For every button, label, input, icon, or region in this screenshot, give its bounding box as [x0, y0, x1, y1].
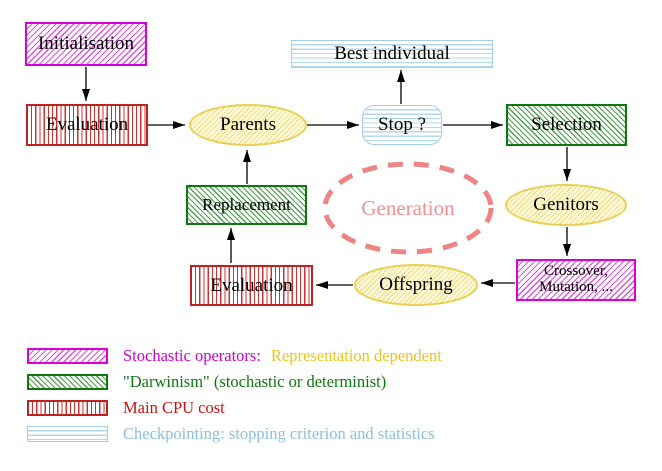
legend-row-stochastic-operators: Stochastic operators: Representation depe…: [27, 346, 442, 366]
node-evaluation-bottom: Evaluation: [190, 265, 313, 306]
node-evaluation-top: Evaluation: [26, 104, 148, 146]
legend-label-representation-dependent: Representation dependent: [270, 345, 442, 365]
node-genitors: Genitors: [505, 184, 627, 226]
legend-label-stochastic-operators: Stochastic operators:: [123, 345, 261, 365]
node-best-individual-label: Best individual: [334, 43, 450, 65]
legend-swatch-green-hatch: [27, 373, 108, 390]
node-selection: Selection: [506, 104, 627, 146]
node-stop-label: Stop ?: [377, 114, 427, 136]
node-evaluation-bottom-label: Evaluation: [210, 274, 293, 296]
legend-row-darwinism: "Darwinism" (stochastic or determinist): [27, 371, 387, 391]
legend-swatch-red-stripes: [27, 399, 108, 416]
legend-label-checkpointing: Checkpointing: stopping criterion and st…: [123, 423, 435, 443]
node-replacement-label: Replacement: [202, 195, 291, 215]
legend-label-darwinism: "Darwinism" (stochastic or determinist): [123, 371, 387, 391]
node-offspring: Offspring: [354, 264, 478, 306]
legend-swatch-cyan-stripes: [27, 425, 108, 442]
legend-swatch-magenta-hatch: [27, 347, 108, 364]
legend-text-stochastic: Stochastic operators: Representation depe…: [123, 346, 442, 366]
node-offspring-label: Offspring: [379, 274, 453, 296]
node-initialisation: Initialisation: [25, 22, 147, 66]
legend-row-main-cpu-cost: Main CPU cost: [27, 397, 225, 417]
legend-row-checkpointing: Checkpointing: stopping criterion and st…: [27, 423, 435, 443]
node-best-individual: Best individual: [291, 40, 493, 68]
node-parents: Parents: [189, 104, 307, 146]
node-crossover-line1: Crossover,: [544, 263, 608, 280]
node-selection-label: Selection: [531, 114, 602, 136]
node-generation-label: Generation: [361, 195, 455, 220]
node-initialisation-label: Initialisation: [37, 33, 135, 55]
legend-label-main-cpu-cost: Main CPU cost: [123, 397, 225, 417]
node-genitors-label: Genitors: [533, 194, 599, 216]
node-crossover-line2: Mutation, ...: [539, 279, 613, 295]
node-generation: Generation: [325, 164, 491, 252]
node-replacement: Replacement: [186, 185, 307, 225]
node-parents-label: Parents: [220, 114, 276, 136]
node-stop: Stop ?: [362, 105, 442, 145]
node-crossover-mutation: Crossover, Mutation, ...: [516, 259, 636, 301]
generation-dashed-ellipse: [322, 161, 494, 255]
node-evaluation-top-label: Evaluation: [45, 114, 129, 136]
